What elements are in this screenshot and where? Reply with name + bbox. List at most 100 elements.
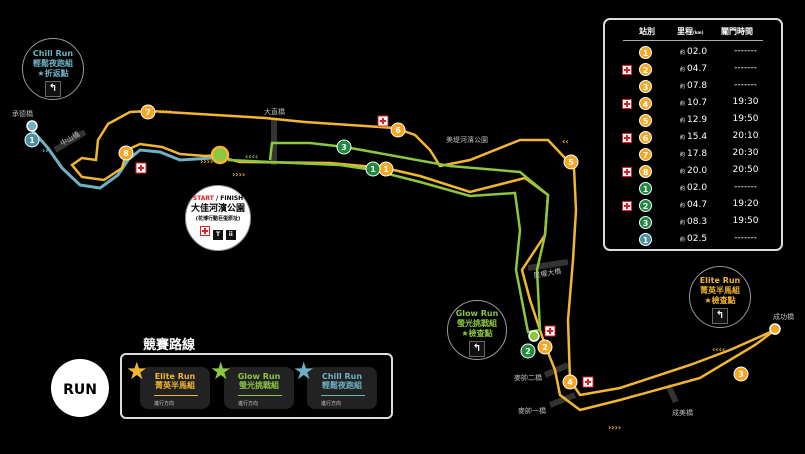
bridges	[53, 118, 679, 408]
cutoff-time: 20:50	[732, 165, 759, 175]
cutoff-time: -------	[734, 46, 757, 56]
arrow-icon	[321, 395, 365, 396]
landmark-label: 麥帥二橋	[514, 373, 542, 382]
station-number: 3	[639, 216, 652, 229]
station-number: 5	[639, 114, 652, 127]
station-marker	[520, 343, 536, 359]
u-turn-icon: ↰	[45, 81, 61, 97]
approx-label: 約	[680, 135, 686, 141]
elite-callout: Elite Run 菁英半馬組 ★檢查點 ↰	[689, 266, 751, 328]
separator: /	[213, 195, 221, 202]
legend-en: Chill Run	[321, 372, 363, 381]
station-number: 6	[639, 131, 652, 144]
puma-run-logo: RUN	[51, 359, 109, 417]
approx-label: 約	[680, 84, 686, 90]
bridge-chengmei	[665, 383, 679, 404]
star-icon: ★	[126, 357, 148, 385]
distance-value: 17.8	[687, 149, 708, 159]
distance-value: 20.0	[687, 166, 708, 176]
station-number: 4	[639, 97, 652, 110]
distance-value: 02.0	[687, 183, 708, 193]
legend-en: Glow Run	[237, 372, 281, 381]
approx-label: 約	[680, 101, 686, 107]
map-first-aid	[135, 115, 594, 388]
arrow-icon	[154, 395, 198, 396]
approx-label: 約	[680, 203, 686, 209]
approx-label: 約	[680, 50, 686, 56]
callout-note: ★檢查點	[704, 296, 736, 305]
station-number: 1	[639, 233, 652, 246]
header-divider	[623, 40, 763, 41]
cutoff-time: -------	[734, 80, 757, 90]
first-aid-cross	[380, 118, 386, 124]
legend-zh: 螢光挑戰組	[239, 381, 279, 390]
glow-turnaround-point	[528, 330, 540, 342]
callout-en: Elite Run	[699, 276, 741, 285]
station-number: 2	[639, 199, 652, 212]
svg-text:››››: ››››	[200, 157, 213, 166]
u-turn-icon: ↰	[712, 308, 728, 324]
header-station: 站別	[639, 27, 655, 36]
first-aid-cross	[138, 165, 144, 171]
cutoff-time: 19:50	[732, 216, 759, 226]
approx-label: 約	[680, 237, 686, 243]
distance-value: 12.9	[687, 115, 708, 125]
first-aid-icon	[622, 133, 632, 143]
distance-value: 07.8	[687, 81, 708, 91]
svg-text:››››: ››››	[608, 423, 621, 432]
cutoff-time: 19:30	[732, 97, 759, 107]
distance-value: 04.7	[687, 200, 708, 210]
cutoff-time: 19:20	[732, 199, 759, 209]
svg-text:‹‹: ‹‹	[562, 137, 569, 146]
distance-value: 02.0	[687, 47, 708, 57]
cutoff-time: 20:30	[732, 148, 759, 158]
glow-callout: Glow Run 螢光挑戰組 ★檢查點 ↰	[447, 300, 507, 360]
station-number: 2	[542, 343, 548, 352]
approx-label: 約	[680, 169, 686, 175]
station-number: 8	[123, 149, 129, 158]
direction-arrows: ‹‹‹‹ ›››› ‹‹‹‹ ›››› ›› ‹‹‹‹ ›››› ‹‹	[42, 107, 725, 432]
station-number: 6	[395, 126, 401, 135]
legend-direction: 進行方向	[238, 401, 259, 407]
first-aid-cross	[585, 379, 591, 385]
landmark-label: 承德橋	[12, 109, 33, 118]
bridge-zhongshan	[53, 129, 87, 153]
start-venue-name: 大佳河濱公園	[190, 204, 245, 214]
svg-text:‹‹‹‹: ‹‹‹‹	[712, 345, 725, 354]
start-label: START	[192, 195, 214, 202]
station-marker	[390, 122, 406, 138]
landmark-label: 麥帥一橋	[518, 406, 546, 415]
station-marker	[562, 374, 578, 390]
svg-text:››: ››	[42, 146, 49, 155]
cutoff-time: 20:10	[732, 131, 759, 141]
legend-direction: 進行方向	[321, 401, 342, 407]
landmark-label: 成功橋	[773, 312, 794, 321]
legend-en: Elite Run	[154, 372, 196, 381]
cutoff-time: -------	[734, 182, 757, 192]
legend-zh: 菁英半馬組	[155, 381, 195, 390]
station-number: 4	[567, 378, 573, 387]
first-aid-icon	[622, 65, 632, 75]
legend-title: 競賽路線	[143, 338, 196, 353]
cutoff-time: -------	[734, 63, 757, 73]
shirt-icon: T	[213, 230, 223, 240]
u-turn-icon: ↰	[469, 341, 485, 357]
elite-turnaround-point	[769, 323, 781, 335]
distance-value: 08.3	[687, 217, 708, 227]
first-aid-icon	[622, 99, 632, 109]
